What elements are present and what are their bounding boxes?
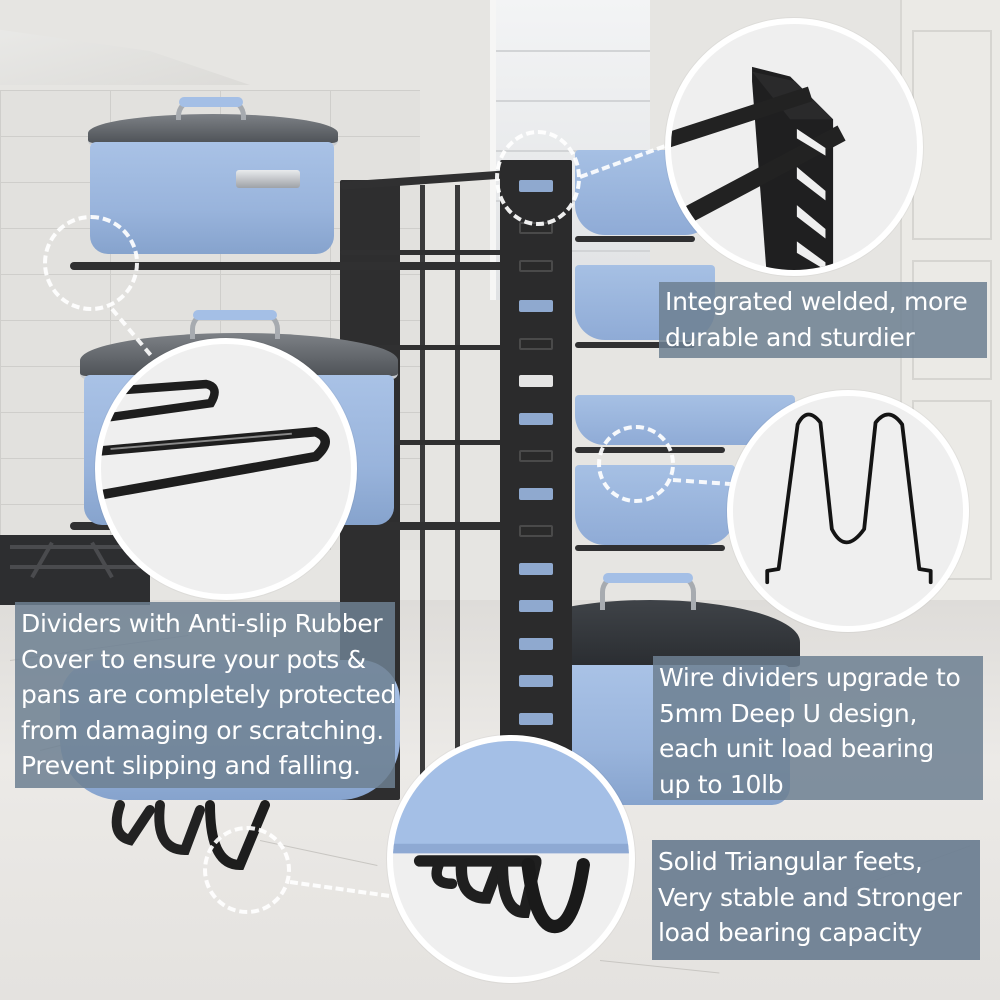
caption-line: Very stable and Stronger [658,882,962,912]
caption-line: Wire dividers upgrade to [659,663,961,692]
u-wire-divider-detail-icon [727,390,969,632]
rack-crossbar [340,345,510,350]
triangular-feet-detail-icon [387,735,635,983]
detail-marker-feet [203,826,291,914]
caption-line: each unit load bearing [659,734,934,763]
caption-line: up to 10lb [659,769,784,799]
rack-arm [575,236,695,242]
rack-crossbar [340,250,510,255]
caption-wire-dividers: Wire dividers upgrade to 5mm Deep U desi… [653,656,983,800]
caption-line: Dividers with Anti-slip Rubber [21,609,383,638]
rack-crossbar [340,440,510,445]
caption-feet: Solid Triangular feets, Very stable and … [652,840,980,960]
caption-line: 5mm Deep U design, [659,698,918,728]
rack-arm [575,545,725,551]
caption-dividers: Dividers with Anti-slip Rubber Cover to … [15,602,397,788]
rack-shelf-arm [70,262,510,270]
caption-welded: Integrated welded, more durable and stur… [659,282,987,358]
detail-marker-wire-divider [597,425,675,503]
rack-arm [575,342,695,348]
caption-line: from damaging or scratching. [21,715,384,745]
detail-marker-shelf-edge [43,215,139,311]
caption-line: Cover to ensure your pots & [21,644,366,674]
rubber-divider-detail-icon [95,338,357,600]
rack-rail [455,185,460,785]
rack-rail [420,185,425,785]
caption-line: durable and sturdier [665,322,915,352]
rack-front-post [500,160,572,800]
caption-line: load bearing capacity [658,918,923,947]
caption-line: Prevent slipping and falling. [21,751,361,780]
caption-line: pans are completely protected [21,680,397,709]
caption-line: Solid Triangular feets, [658,847,923,876]
welded-corner-detail-icon [665,18,923,276]
caption-line: Integrated welded, more [665,287,968,316]
detail-marker-welded-top [495,130,581,226]
